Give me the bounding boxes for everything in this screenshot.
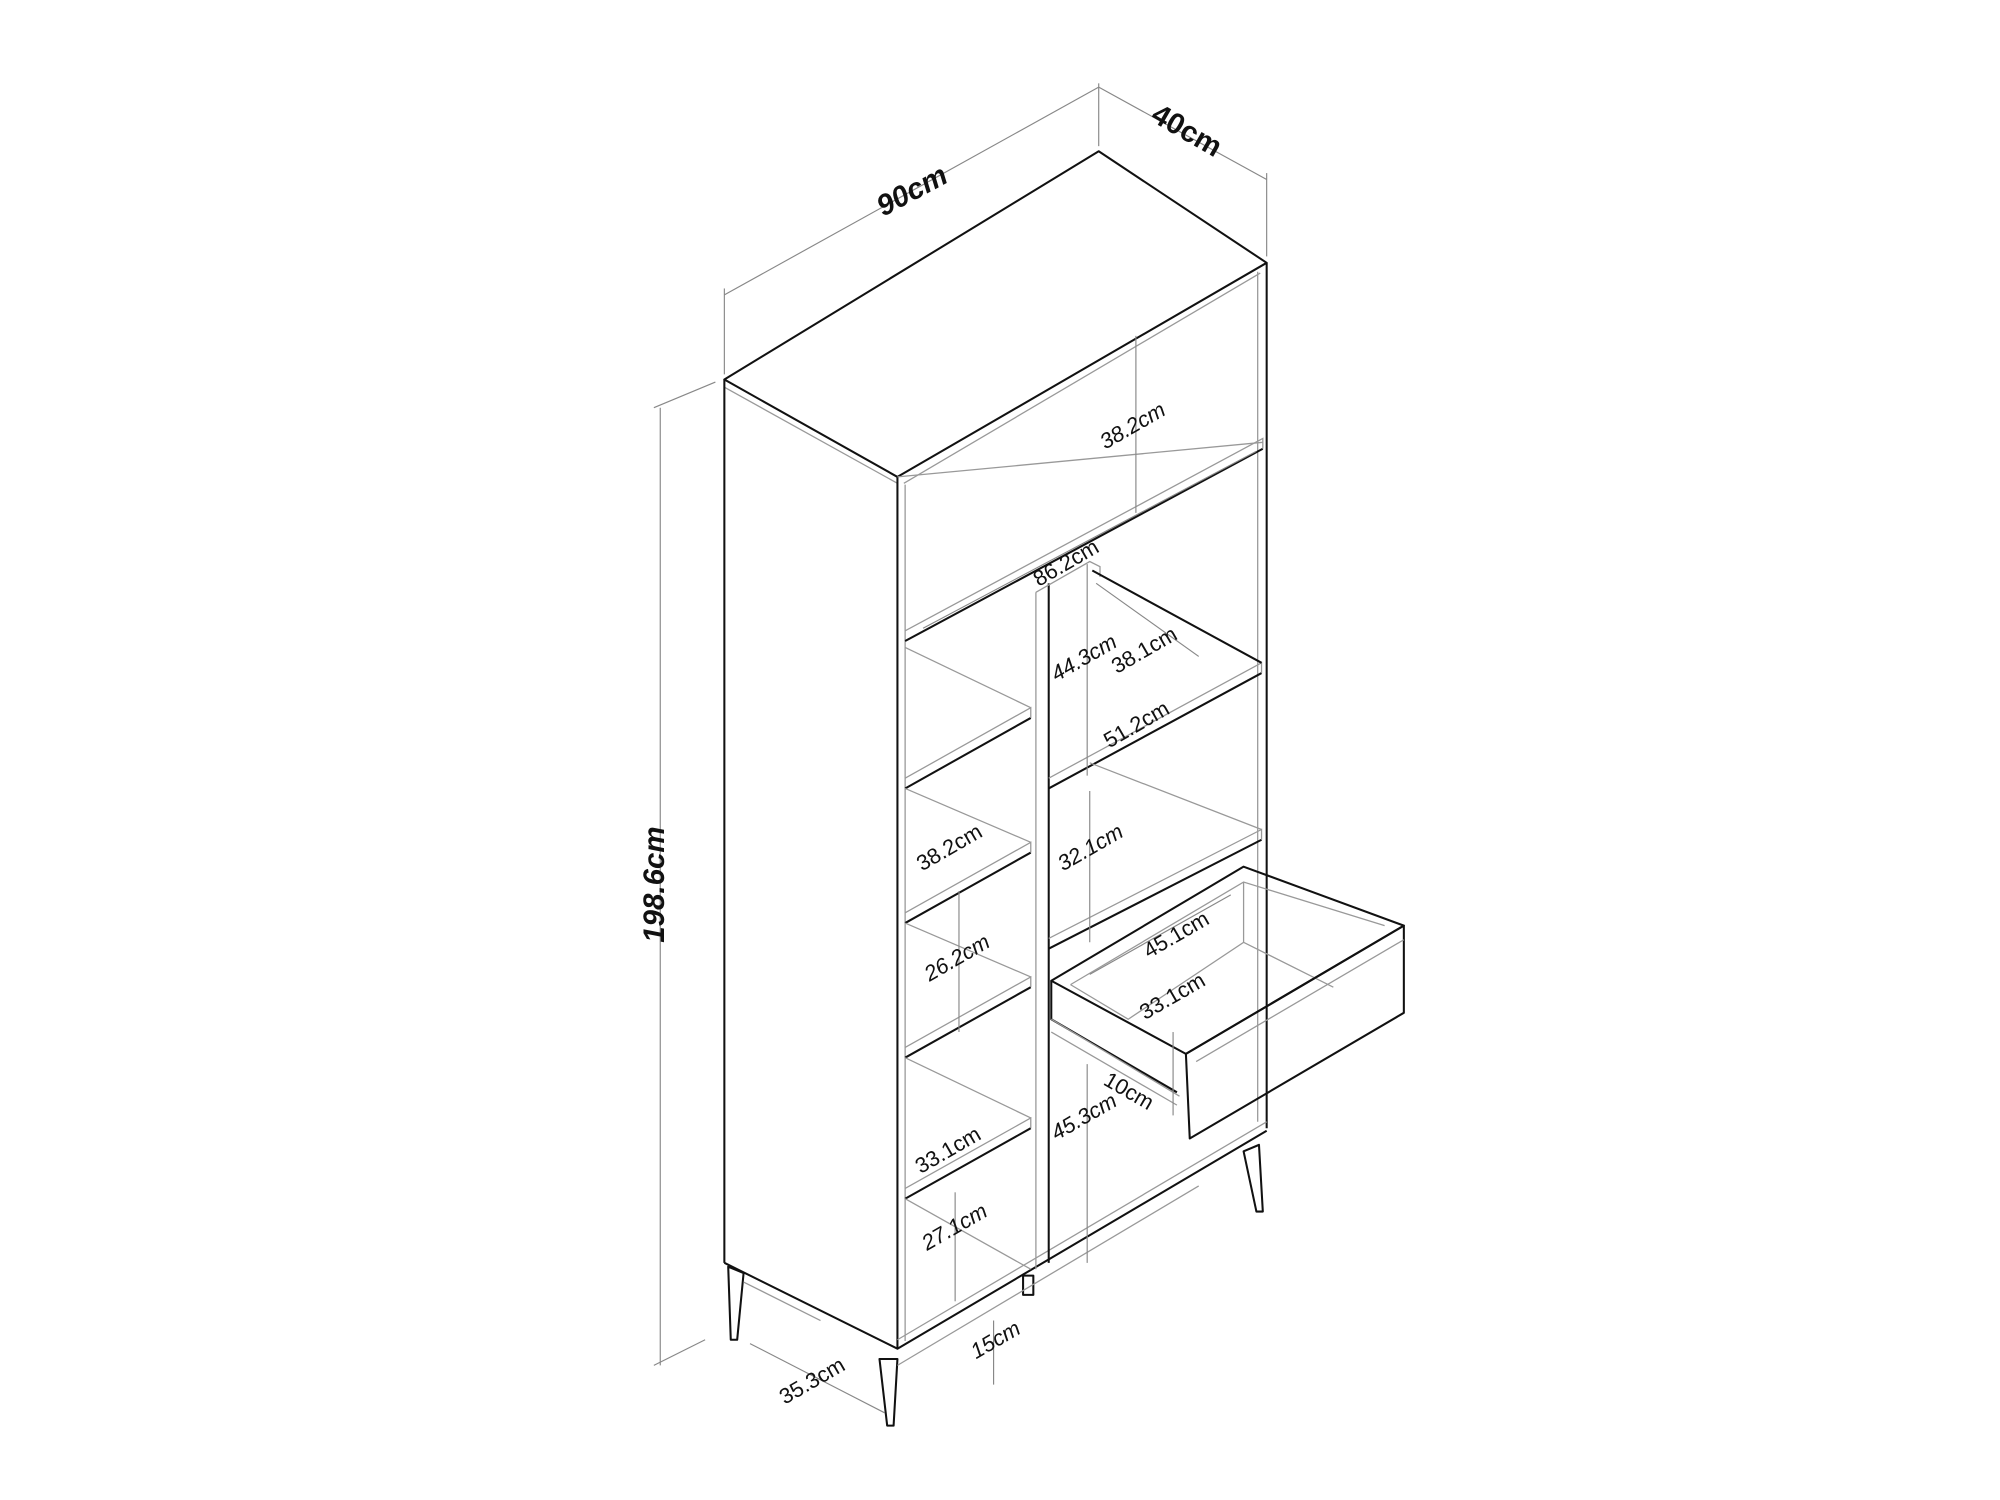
left-shelves: [904, 646, 1032, 1270]
left-shelf-depth-label: 38.2cm: [912, 819, 986, 876]
leg-height-label: 15cm: [966, 1315, 1025, 1363]
depth-label: 40cm: [1146, 97, 1228, 163]
right-shelf-depth-label: 38.1cm: [1107, 621, 1181, 678]
height-label: 198.6cm: [638, 826, 671, 942]
inner-dimension-lines: [749, 335, 1257, 1414]
left-bottom-height-label: 27.1cm: [916, 1198, 991, 1256]
overall-dimension-lines: [653, 83, 1268, 1366]
drawer: [1050, 865, 1405, 1140]
right-lower-height-label: 45.3cm: [1047, 1088, 1121, 1145]
width-label: 90cm: [871, 159, 953, 224]
leg-spacing-label: 35.3cm: [775, 1352, 849, 1409]
right-shelf-width-label: 51.2cm: [1099, 695, 1173, 752]
legs: [727, 1143, 1264, 1427]
top-compartment-height-label: 38.2cm: [1095, 397, 1169, 454]
drawer-depth-label: 33.1cm: [1135, 967, 1209, 1024]
left-middle-height-label: 26.2cm: [919, 929, 994, 987]
cabinet-body: [723, 150, 1268, 1350]
right-shelves: [1048, 569, 1263, 950]
drawer-width-label: 45.1cm: [1139, 906, 1213, 963]
